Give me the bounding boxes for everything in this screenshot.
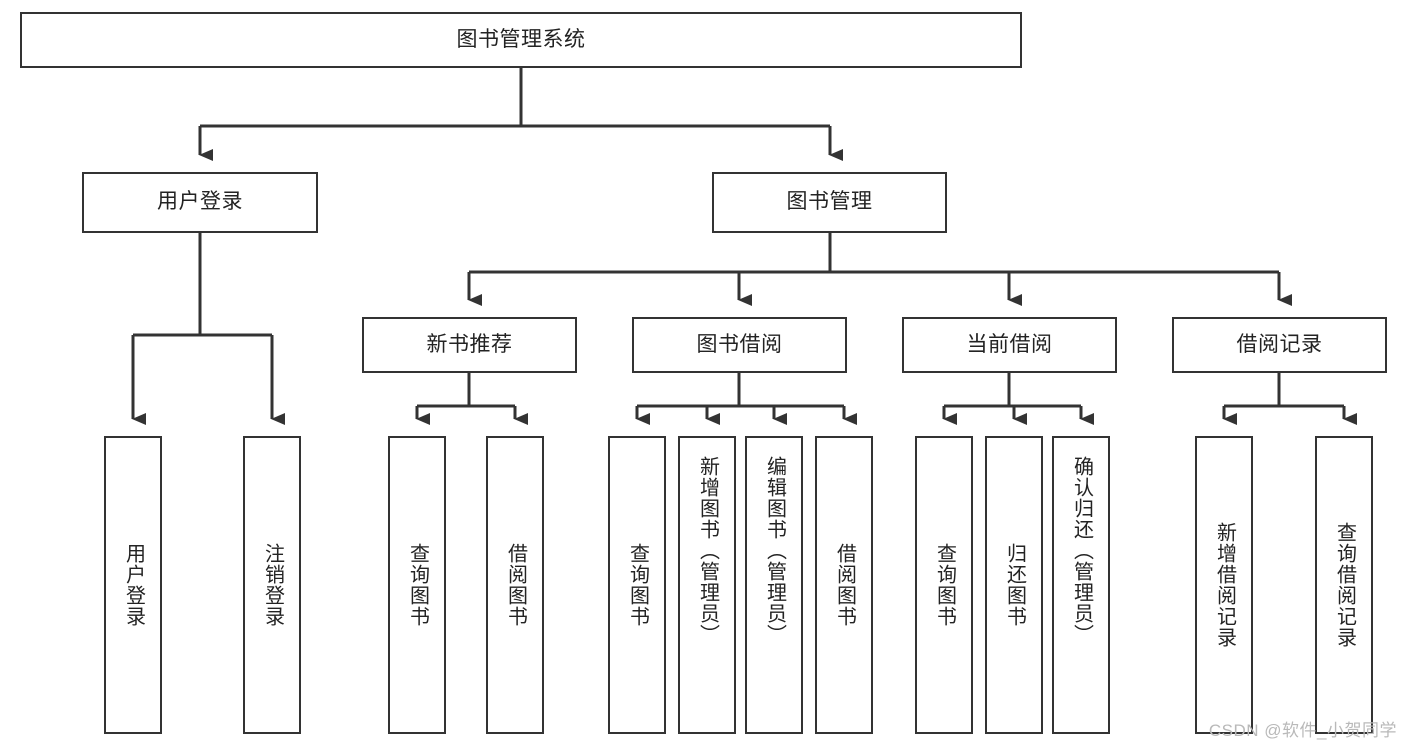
node-leaf-return-book[interactable]: 归还图书: [985, 436, 1043, 734]
node-leaf-query-book-borrow[interactable]: 查询图书: [608, 436, 666, 734]
node-leaf-borrow-book-recommend[interactable]: 借阅图书: [486, 436, 544, 734]
node-label: 当前借阅: [966, 332, 1053, 356]
node-label: 新增借阅记录: [1213, 522, 1236, 648]
node-label: 图书管理系统: [456, 27, 586, 51]
node-label: 借阅图书: [504, 543, 527, 627]
node-label: 新书推荐: [426, 332, 513, 356]
node-leaf-add-book-admin[interactable]: 新增图书（管理员）: [678, 436, 736, 734]
node-label: 查询图书: [933, 543, 956, 627]
node-leaf-logout[interactable]: 注销登录: [243, 436, 301, 734]
node-label: 用户登录: [157, 190, 243, 214]
node-leaf-user-login[interactable]: 用户登录: [104, 436, 162, 734]
node-label: 注销登录: [261, 543, 284, 627]
node-leaf-query-borrow-record[interactable]: 查询借阅记录: [1315, 436, 1373, 734]
csdn-watermark: CSDN @软件_小贺同学: [1208, 721, 1397, 740]
node-leaf-add-borrow-record[interactable]: 新增借阅记录: [1195, 436, 1253, 734]
node-root-system[interactable]: 图书管理系统: [20, 12, 1022, 68]
node-leaf-confirm-return-admin[interactable]: 确认归还（管理员）: [1052, 436, 1110, 734]
node-label: 确认归还（管理员）: [1070, 456, 1093, 645]
node-label: 归还图书: [1003, 543, 1026, 627]
node-leaf-query-book-current[interactable]: 查询图书: [915, 436, 973, 734]
node-user-login[interactable]: 用户登录: [82, 172, 318, 233]
node-leaf-borrow-book[interactable]: 借阅图书: [815, 436, 873, 734]
node-label: 图书借阅: [696, 332, 783, 356]
node-label: 图书管理: [786, 190, 873, 214]
node-book-manage[interactable]: 图书管理: [712, 172, 947, 233]
node-label: 查询图书: [626, 543, 649, 627]
node-new-book-recommend[interactable]: 新书推荐: [362, 317, 577, 373]
node-label: 查询图书: [406, 543, 429, 627]
node-current-borrow[interactable]: 当前借阅: [902, 317, 1117, 373]
node-label: 查询借阅记录: [1333, 522, 1356, 648]
node-label: 借阅记录: [1236, 332, 1323, 356]
node-leaf-edit-book-admin[interactable]: 编辑图书（管理员）: [745, 436, 803, 734]
node-label: 用户登录: [122, 543, 145, 627]
node-borrow-record[interactable]: 借阅记录: [1172, 317, 1387, 373]
node-label: 新增图书（管理员）: [696, 456, 719, 645]
node-book-borrow[interactable]: 图书借阅: [632, 317, 847, 373]
node-label: 编辑图书（管理员）: [763, 456, 786, 645]
node-label: 借阅图书: [833, 543, 856, 627]
node-leaf-query-book-recommend[interactable]: 查询图书: [388, 436, 446, 734]
